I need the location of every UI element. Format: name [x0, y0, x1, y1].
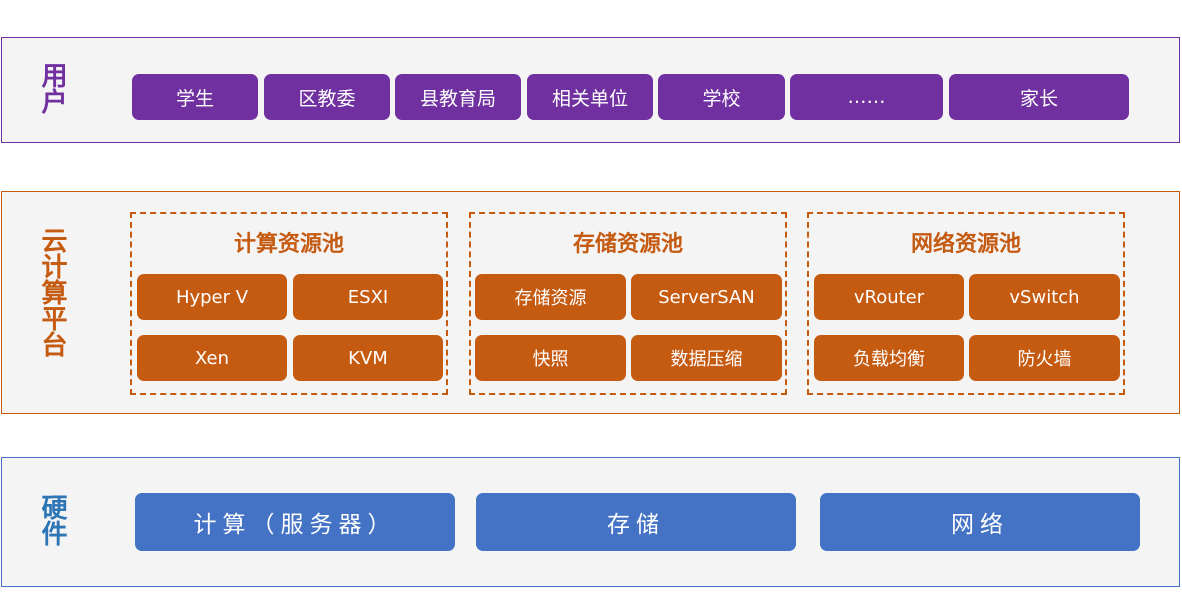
- users-layer-label: 用户: [37, 62, 67, 114]
- network-item-vrouter: vRouter: [814, 274, 964, 320]
- network-item-vswitch: vSwitch: [969, 274, 1120, 320]
- compute-item-esxi: ESXI: [293, 274, 443, 320]
- network-item-firewall: 防火墙: [969, 335, 1120, 381]
- hardware-item-compute-server: 计算（服务器）: [135, 493, 455, 551]
- compute-pool-title: 计算资源池: [233, 232, 344, 257]
- storage-item-snapshot: 快照: [475, 335, 626, 381]
- user-item-student: 学生: [132, 74, 258, 120]
- hardware-layer-label: 硬件: [37, 494, 67, 546]
- compute-item-xen: Xen: [137, 335, 287, 381]
- user-item-district-education-committee: 区教委: [264, 74, 390, 120]
- hardware-item-storage: 存储: [476, 493, 796, 551]
- user-item-school: 学校: [658, 74, 785, 120]
- storage-item-serversan: ServerSAN: [631, 274, 782, 320]
- storage-resource-pool: 存储资源池: [469, 212, 787, 395]
- storage-pool-title: 存储资源池: [572, 232, 683, 257]
- hardware-item-network: 网络: [820, 493, 1140, 551]
- storage-item-storage-resource: 存储资源: [475, 274, 626, 320]
- network-pool-title: 网络资源池: [910, 232, 1021, 257]
- compute-resource-pool: 计算资源池: [130, 212, 448, 395]
- compute-item-hyper-v: Hyper V: [137, 274, 287, 320]
- user-item-ellipsis: ……: [790, 74, 943, 120]
- user-item-county-education-bureau: 县教育局: [395, 74, 521, 120]
- cloud-platform-layer-label: 云计算平台: [37, 227, 67, 357]
- network-resource-pool: 网络资源池: [807, 212, 1125, 395]
- storage-item-data-compression: 数据压缩: [631, 335, 782, 381]
- user-item-related-units: 相关单位: [527, 74, 653, 120]
- user-item-parent: 家长: [949, 74, 1129, 120]
- compute-item-kvm: KVM: [293, 335, 443, 381]
- network-item-load-balancing: 负载均衡: [814, 335, 964, 381]
